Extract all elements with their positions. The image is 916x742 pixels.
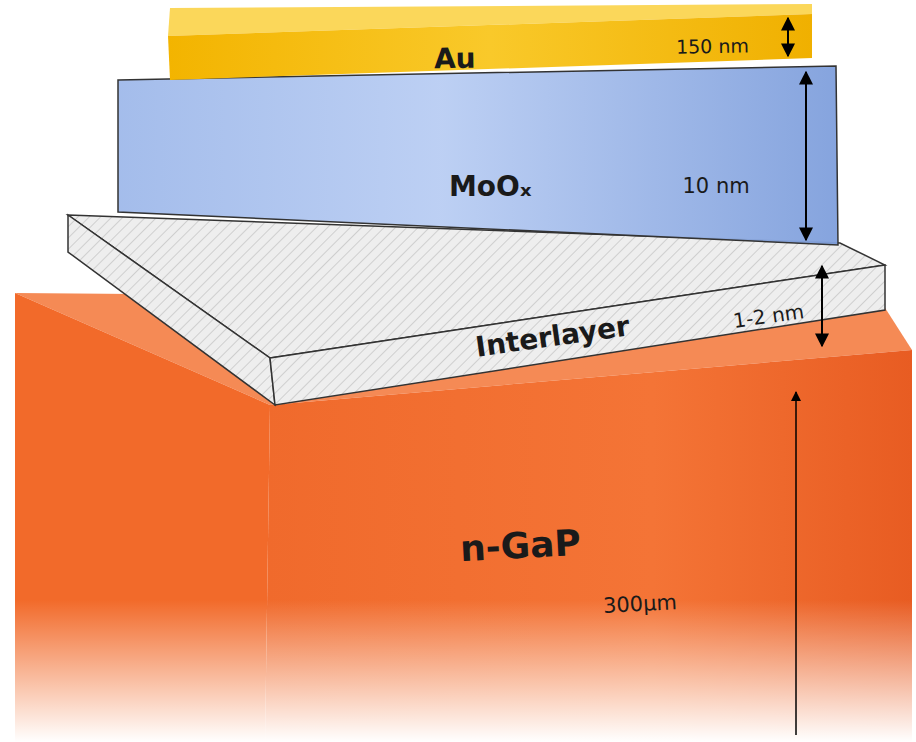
dimension-arrow [805, 72, 807, 240]
layer-name: n-GaP [459, 521, 582, 568]
metal-layer-box: Au [426, 37, 484, 79]
dimension-label: 10 nm [683, 174, 750, 198]
interlayer-left-face [68, 215, 275, 405]
layer-name: MoOₓ [449, 170, 531, 203]
interlayer-front-face [270, 265, 885, 405]
moox-layer [118, 66, 838, 245]
dimension-arrow [821, 266, 823, 346]
dimension-label: 150 nm [675, 34, 748, 57]
substrate-box: n-GaP [450, 517, 589, 573]
au-layer [168, 14, 812, 80]
oxide-layer-box: MoOₓ [441, 166, 539, 207]
dimension-arrow [787, 18, 789, 56]
dimension-label: 300µm [602, 590, 677, 618]
dimension-arrow [795, 392, 797, 735]
layer-name: Au [434, 41, 476, 75]
gap-fade [0, 600, 916, 742]
